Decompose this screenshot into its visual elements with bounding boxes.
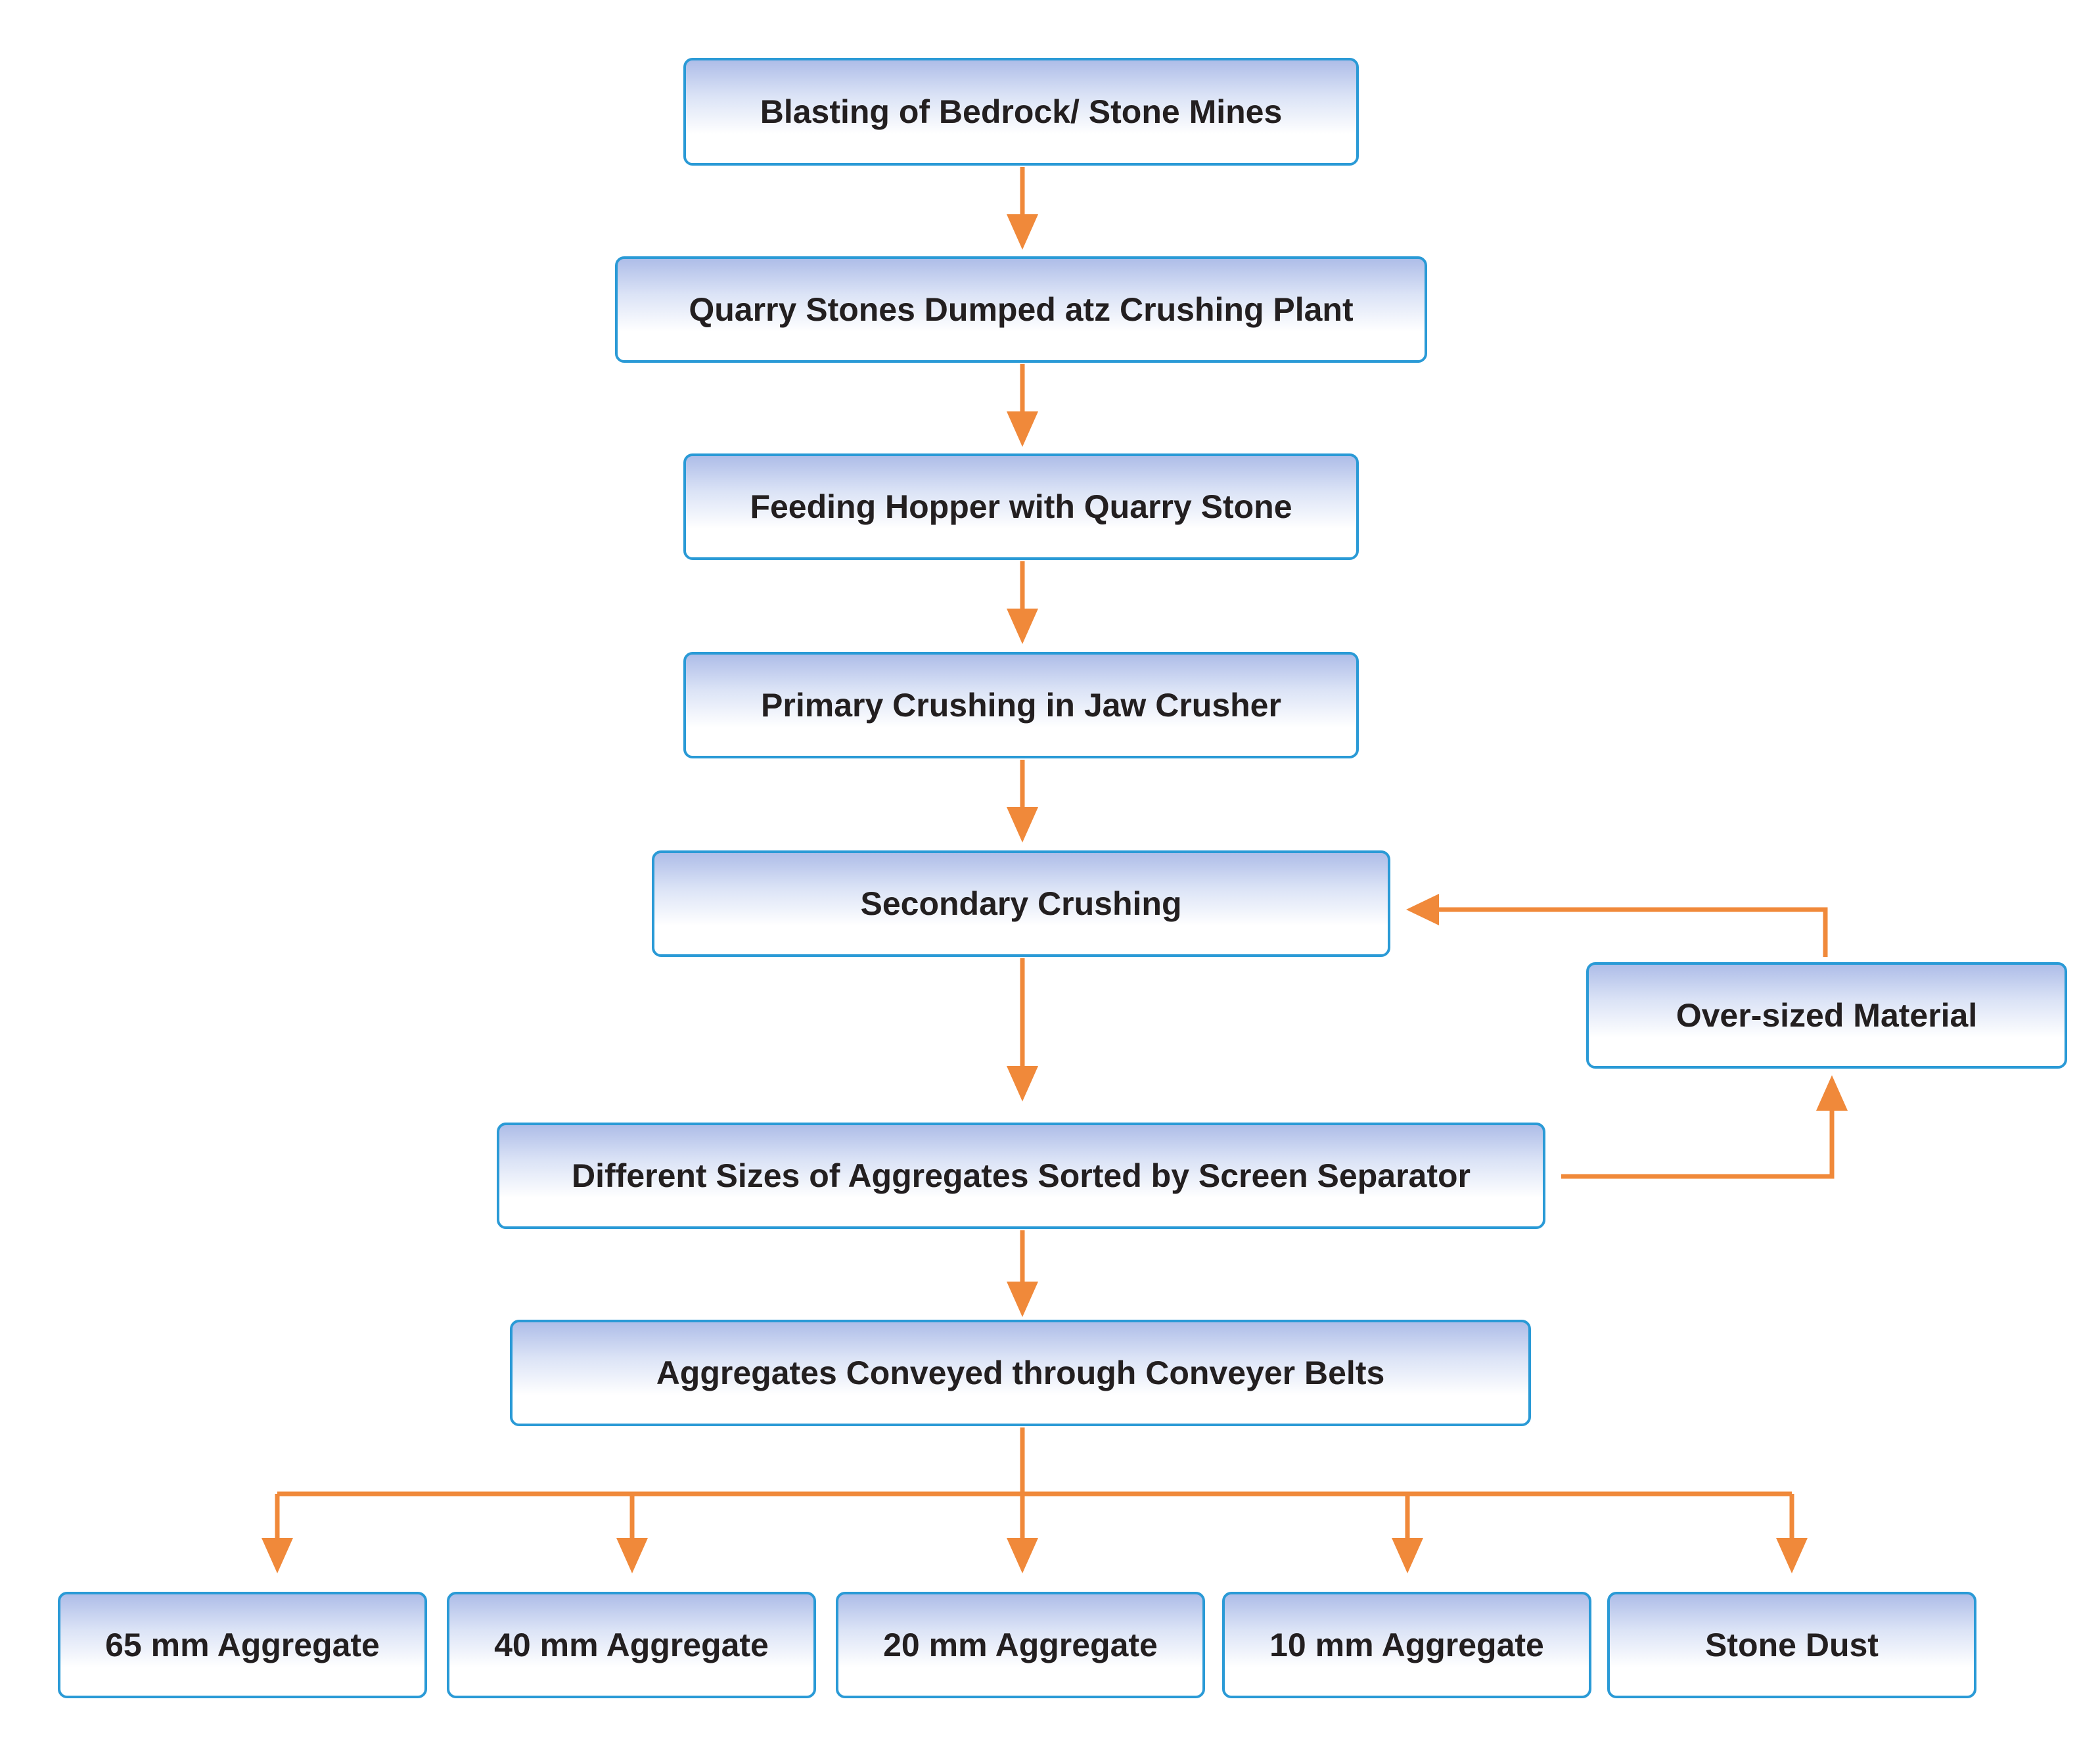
arrowhead-stone-dust bbox=[1776, 1538, 1808, 1573]
arrowhead-secondary-return bbox=[1406, 894, 1439, 925]
arrow-screen-to-oversized bbox=[1561, 1108, 1835, 1179]
arrowhead-primary bbox=[1007, 609, 1038, 644]
node-feeding-hopper: Feeding Hopper with Quarry Stone bbox=[683, 453, 1359, 560]
node-stone-dust: Stone Dust bbox=[1607, 1592, 1976, 1698]
node-blasting-label: Blasting of Bedrock/ Stone Mines bbox=[760, 93, 1283, 130]
arrowhead-hopper bbox=[1007, 411, 1038, 447]
arrowhead-screen bbox=[1007, 1066, 1038, 1101]
node-agg-65: 65 mm Aggregate bbox=[58, 1592, 427, 1698]
node-blasting: Blasting of Bedrock/ Stone Mines bbox=[683, 58, 1359, 166]
arrowhead-oversized bbox=[1816, 1075, 1848, 1111]
node-primary-crushing-label: Primary Crushing in Jaw Crusher bbox=[761, 687, 1281, 724]
arrowhead-conveyed bbox=[1007, 1282, 1038, 1317]
arrow-oversized-to-secondary bbox=[1435, 907, 1828, 957]
node-agg-20: 20 mm Aggregate bbox=[836, 1592, 1205, 1698]
node-conveyed-label: Aggregates Conveyed through Conveyer Bel… bbox=[656, 1355, 1385, 1391]
node-secondary-crushing-label: Secondary Crushing bbox=[860, 885, 1182, 922]
node-agg-10: 10 mm Aggregate bbox=[1222, 1592, 1591, 1698]
node-quarry-dumped: Quarry Stones Dumped atz Crushing Plant bbox=[615, 256, 1427, 363]
node-screen-separator: Different Sizes of Aggregates Sorted by … bbox=[497, 1123, 1545, 1229]
arrowhead-secondary bbox=[1007, 807, 1038, 843]
node-conveyed: Aggregates Conveyed through Conveyer Bel… bbox=[510, 1320, 1531, 1426]
node-oversized-label: Over-sized Material bbox=[1676, 997, 1978, 1034]
node-agg-20-label: 20 mm Aggregate bbox=[883, 1627, 1158, 1663]
arrowhead-40mm bbox=[616, 1538, 648, 1573]
arrowhead-quarry bbox=[1007, 214, 1038, 250]
node-stone-dust-label: Stone Dust bbox=[1705, 1627, 1879, 1663]
node-quarry-dumped-label: Quarry Stones Dumped atz Crushing Plant bbox=[689, 291, 1354, 328]
node-agg-40: 40 mm Aggregate bbox=[447, 1592, 816, 1698]
arrowhead-10mm bbox=[1392, 1538, 1423, 1573]
node-agg-65-label: 65 mm Aggregate bbox=[105, 1627, 380, 1663]
node-primary-crushing: Primary Crushing in Jaw Crusher bbox=[683, 652, 1359, 758]
arrowhead-20mm bbox=[1007, 1538, 1038, 1573]
node-agg-40-label: 40 mm Aggregate bbox=[494, 1627, 769, 1663]
node-agg-10-label: 10 mm Aggregate bbox=[1269, 1627, 1544, 1663]
node-oversized: Over-sized Material bbox=[1586, 962, 2067, 1069]
node-screen-separator-label: Different Sizes of Aggregates Sorted by … bbox=[572, 1157, 1471, 1194]
arrowhead-65mm bbox=[262, 1538, 293, 1573]
node-secondary-crushing: Secondary Crushing bbox=[652, 850, 1390, 957]
node-feeding-hopper-label: Feeding Hopper with Quarry Stone bbox=[750, 488, 1292, 525]
